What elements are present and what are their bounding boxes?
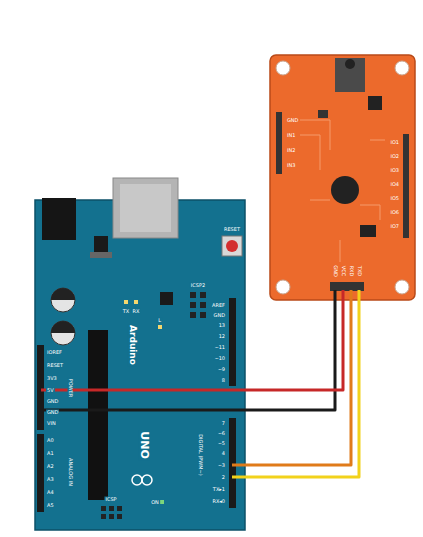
pin-label: GND <box>46 410 59 415</box>
pin-label: 12 <box>218 334 226 339</box>
voice-module <box>270 55 415 300</box>
pin-label: GND <box>286 118 299 123</box>
gnd-wire <box>41 290 335 410</box>
header-title: POWER <box>68 378 73 399</box>
arduino-board <box>35 178 245 530</box>
pin-label: A5 <box>46 503 55 508</box>
pin-label: TX▸1 <box>212 487 226 492</box>
pin-label: GND <box>46 399 59 404</box>
pin-label: GND <box>213 313 226 318</box>
led-label: L <box>157 318 162 323</box>
pin-label: RX◂0 <box>211 499 226 504</box>
pin-label: A4 <box>46 490 55 495</box>
pin-label: IO7 <box>389 224 400 229</box>
pin-label: IO6 <box>389 210 400 215</box>
pin-label: RXD <box>349 265 354 278</box>
pin-label: VCC <box>341 265 346 277</box>
pin-label: A1 <box>46 451 55 456</box>
pin-label: A0 <box>46 438 55 443</box>
pin-label: VIN <box>46 421 57 426</box>
pin-label: TXD <box>357 265 362 277</box>
pin-label: 2 <box>221 475 226 480</box>
tx-wire <box>232 290 359 477</box>
pin-label: IO5 <box>389 196 400 201</box>
pin-label: 4 <box>221 451 226 456</box>
pin-label: AREF <box>211 303 226 308</box>
pin-label: 5V <box>46 388 55 393</box>
pin-label: IN1 <box>286 133 296 138</box>
pin-label: IO3 <box>389 168 400 173</box>
connector-label: ICSP <box>104 497 117 502</box>
pin-label: 3V3 <box>46 376 58 381</box>
vcc-wire <box>41 290 343 390</box>
pin-label: 8 <box>221 378 226 383</box>
pin-label: 7 <box>221 421 226 426</box>
pin-label: IO4 <box>389 182 400 187</box>
pin-label: IN2 <box>286 148 296 153</box>
pin-label: ~11 <box>213 345 226 350</box>
pin-label: A2 <box>46 464 55 469</box>
pin-label: ~5 <box>217 441 226 446</box>
pin-label: IO1 <box>389 140 400 145</box>
pin-label: IOREF <box>46 350 63 355</box>
brand-name: Arduino <box>128 324 137 366</box>
led-label: RX <box>132 309 141 314</box>
connector-label: ICSP2 <box>190 283 206 288</box>
pin-label: ~6 <box>217 431 226 436</box>
pin-label: RESET <box>46 363 64 368</box>
pin-label: ~9 <box>217 367 226 372</box>
pin-label: ~10 <box>213 356 226 361</box>
header-title: DIGITAL (PWM~) <box>198 433 203 477</box>
pin-label: IO2 <box>389 154 400 159</box>
pin-label: IN3 <box>286 163 296 168</box>
pin-label: GND <box>333 264 338 277</box>
led-label: TX <box>122 309 130 314</box>
model-name: UNO <box>139 430 150 460</box>
wires <box>41 290 359 477</box>
led-label: ON <box>150 500 160 505</box>
pin-label: 13 <box>218 323 226 328</box>
rx-wire <box>232 290 351 465</box>
pin-label: A3 <box>46 477 55 482</box>
board-label: RESET <box>223 227 241 232</box>
pin-label: ~3 <box>217 463 226 468</box>
header-title: ANALOG IN <box>68 457 73 487</box>
